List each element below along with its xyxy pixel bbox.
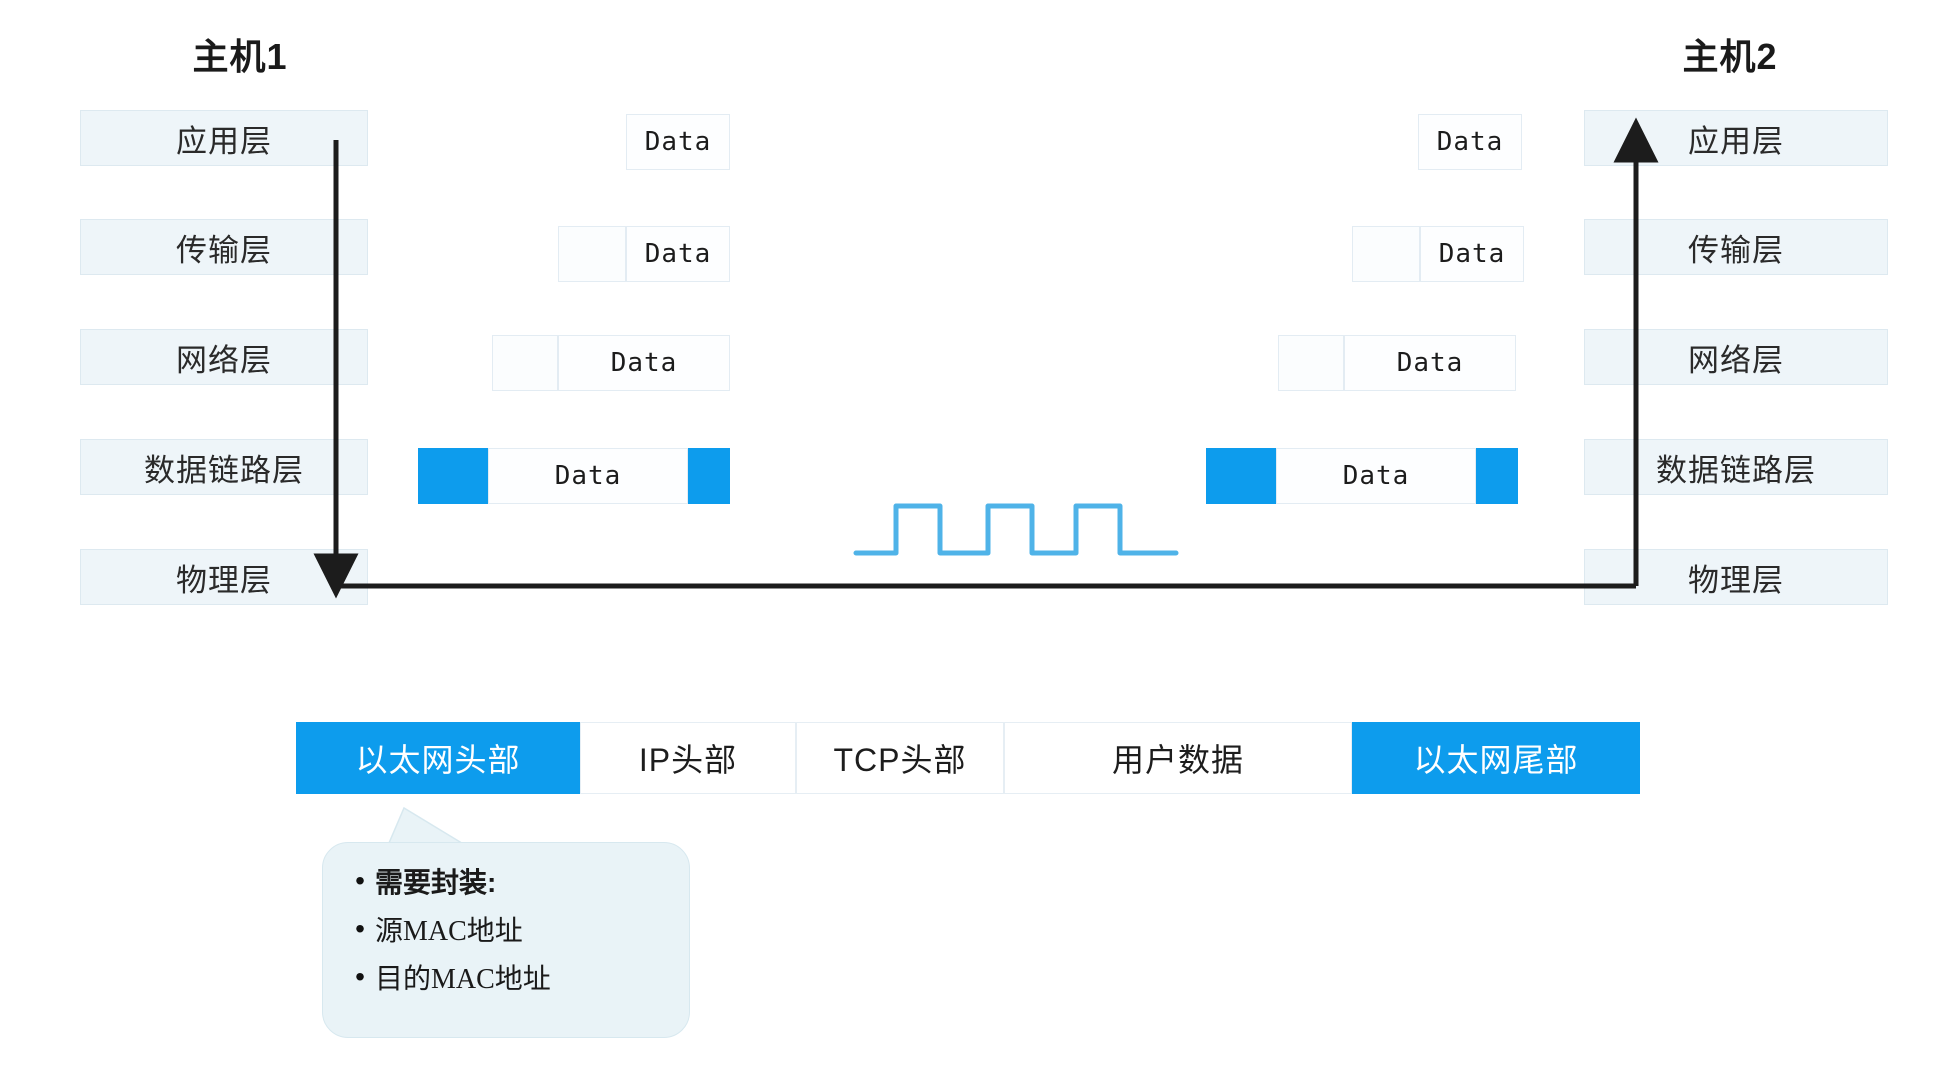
- host2-layer-transport: 传输层: [1584, 219, 1888, 275]
- pdu-header-transport: [558, 226, 626, 282]
- pdu-payload: Data: [1344, 335, 1516, 391]
- pdu-header-network: [1278, 335, 1344, 391]
- encapsulation-callout: • 需要封装: • 源MAC地址 • 目的MAC地址: [322, 842, 690, 1038]
- host2-layer-datalink: 数据链路层: [1584, 439, 1888, 495]
- host2-layer-network: 网络层: [1584, 329, 1888, 385]
- host1-layer-application: 应用层: [80, 110, 368, 166]
- pdu-trailer-ethernet: [688, 448, 730, 504]
- pdu-payload: Data: [1276, 448, 1476, 504]
- pdu-host1-datalink: Data: [418, 448, 730, 504]
- square-wave-signal-icon: [853, 503, 1179, 556]
- callout-item-1: • 源MAC地址: [345, 909, 667, 949]
- host1-layer-datalink: 数据链路层: [80, 439, 368, 495]
- pdu-host2-transport: Data: [1352, 226, 1524, 282]
- pdu-host2-network: Data: [1278, 335, 1516, 391]
- pdu-host2-application: Data: [1418, 114, 1522, 170]
- pdu-payload: Data: [488, 448, 688, 504]
- bullet-icon: •: [355, 865, 365, 896]
- callout-item-2: • 目的MAC地址: [345, 957, 667, 997]
- pdu-payload: Data: [558, 335, 730, 391]
- pdu-host1-application: Data: [626, 114, 730, 170]
- frame-field-tcp-header[interactable]: TCP头部: [796, 722, 1004, 794]
- pdu-payload: Data: [626, 226, 730, 282]
- host2-title: 主机2: [1682, 36, 1778, 77]
- ethernet-frame-bar: 以太网头部 IP头部 TCP头部 用户数据 以太网尾部: [296, 722, 1640, 794]
- pdu-payload: Data: [626, 114, 730, 170]
- frame-field-user-data[interactable]: 用户数据: [1004, 722, 1352, 794]
- callout-text-2: 目的MAC地址: [375, 964, 551, 995]
- host1-layer-network: 网络层: [80, 329, 368, 385]
- pdu-host1-network: Data: [492, 335, 730, 391]
- pdu-header-ethernet: [1206, 448, 1276, 504]
- frame-field-ip-header[interactable]: IP头部: [580, 722, 796, 794]
- host2-layer-application: 应用层: [1584, 110, 1888, 166]
- pdu-header-transport: [1352, 226, 1420, 282]
- pdu-trailer-ethernet: [1476, 448, 1518, 504]
- callout-item-0: • 需要封装:: [345, 861, 667, 901]
- host1-layer-physical: 物理层: [80, 549, 368, 605]
- pdu-host2-datalink: Data: [1206, 448, 1518, 504]
- pdu-header-ethernet: [418, 448, 488, 504]
- pdu-header-network: [492, 335, 558, 391]
- pdu-payload: Data: [1418, 114, 1522, 170]
- pdu-payload: Data: [1420, 226, 1524, 282]
- callout-text-0: 需要封装:: [375, 867, 497, 898]
- host1-title: 主机1: [192, 36, 288, 77]
- pdu-host1-transport: Data: [558, 226, 730, 282]
- bullet-icon: •: [355, 913, 365, 944]
- bullet-icon: •: [355, 961, 365, 992]
- frame-field-ethernet-header[interactable]: 以太网头部: [296, 722, 580, 794]
- host2-layer-physical: 物理层: [1584, 549, 1888, 605]
- callout-text-1: 源MAC地址: [375, 916, 523, 947]
- frame-field-ethernet-trailer[interactable]: 以太网尾部: [1352, 722, 1640, 794]
- host1-layer-transport: 传输层: [80, 219, 368, 275]
